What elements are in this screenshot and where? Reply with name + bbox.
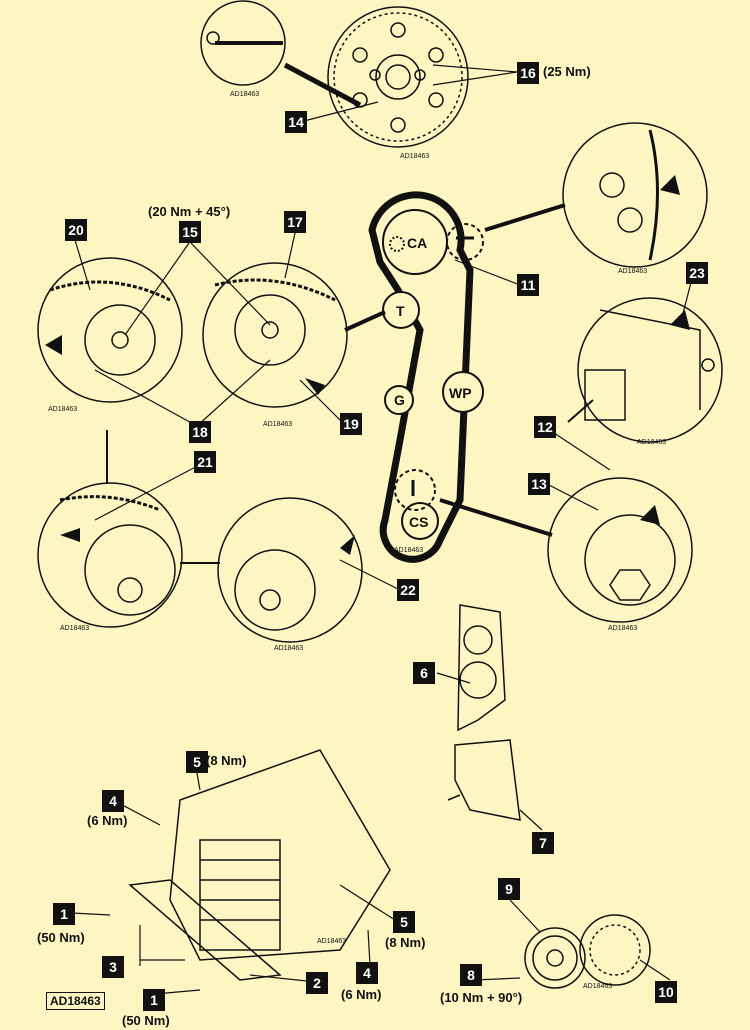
guide-inset-right <box>180 497 363 643</box>
reference-code: AD18463 <box>230 91 260 98</box>
camshaft-pulley-label: CA <box>407 235 427 251</box>
camshaft-sprocket-detail <box>327 6 469 148</box>
guide-inset-left <box>37 430 183 628</box>
callout-20: 20 <box>65 219 87 241</box>
crankshaft-pulley-label: CS <box>409 514 428 530</box>
reference-code: AD18463 <box>263 421 293 428</box>
reference-code: AD18463 <box>317 938 347 945</box>
torque-1: (50 Nm) <box>37 930 85 945</box>
torque-5-lower: (8 Nm) <box>385 935 426 950</box>
reference-code: AD18463 <box>608 625 638 632</box>
reference-code-box: AD18463 <box>46 992 105 1010</box>
torque-4: (6 Nm) <box>87 813 128 828</box>
front-panel-assembly <box>128 749 391 981</box>
tensioner-inset-left <box>37 257 183 403</box>
callout-12: 12 <box>534 416 556 438</box>
arrow-icon <box>305 378 325 395</box>
upper-timing-cover <box>457 604 506 732</box>
callout-3: 3 <box>102 956 124 978</box>
callout-22: 22 <box>397 579 419 601</box>
callout-1-lower: 1 <box>143 989 165 1011</box>
reference-code: AD18463 <box>618 268 648 275</box>
callout-10: 10 <box>655 981 677 1003</box>
callout-4: 4 <box>102 790 124 812</box>
callout-17: 17 <box>284 211 306 233</box>
callout-23: 23 <box>686 262 708 284</box>
arrow-icon <box>45 335 62 355</box>
callout-2: 2 <box>306 972 328 994</box>
sensor-inset <box>567 297 723 443</box>
torque-4-lower: (6 Nm) <box>341 987 382 1002</box>
callout-16: 16 <box>517 62 539 84</box>
reference-code: AD18463 <box>394 547 424 554</box>
reference-code: AD18463 <box>274 645 304 652</box>
crankshaft-pulley <box>524 914 651 989</box>
callout-7: 7 <box>532 832 554 854</box>
torque-1-lower: (50 Nm) <box>122 1013 170 1028</box>
callout-21: 21 <box>194 451 216 473</box>
crank-mark-inset <box>439 477 693 623</box>
torque-16: (25 Nm) <box>543 64 591 79</box>
arrow-icon <box>60 528 80 542</box>
reference-code: AD18463 <box>60 625 90 632</box>
guide-pulley-label: G <box>394 392 405 408</box>
water-pump-pulley-label: WP <box>449 385 472 401</box>
torque-15: (20 Nm + 45°) <box>148 204 231 219</box>
torque-5: (8 Nm) <box>206 753 247 768</box>
callout-19: 19 <box>340 413 362 435</box>
callout-4-lower: 4 <box>356 962 378 984</box>
lower-timing-cover <box>447 739 521 821</box>
reference-code: AD18463 <box>637 439 667 446</box>
callout-8: 8 <box>460 964 482 986</box>
reference-code: AD18463 <box>48 406 78 413</box>
arrow-icon <box>640 505 660 525</box>
arrow-icon <box>670 310 690 330</box>
reference-code: AD18463 <box>400 153 430 160</box>
callout-15: 15 <box>179 221 201 243</box>
timing-pin-inset <box>200 0 362 108</box>
callout-14: 14 <box>285 111 307 133</box>
callout-5: 5 <box>186 751 208 773</box>
callout-1: 1 <box>53 903 75 925</box>
callout-9: 9 <box>498 878 520 900</box>
callout-11: 11 <box>517 274 539 296</box>
callout-13: 13 <box>528 473 550 495</box>
reference-code: AD18463 <box>583 983 613 990</box>
callout-18: 18 <box>189 421 211 443</box>
callout-5-lower: 5 <box>393 911 415 933</box>
arrow-icon <box>660 175 680 195</box>
callout-6: 6 <box>413 662 435 684</box>
cam-mark-inset <box>484 122 708 268</box>
torque-8: (10 Nm + 90°) <box>440 990 523 1005</box>
tensioner-pulley-label: T <box>396 303 405 319</box>
arrow-icon <box>340 535 355 555</box>
